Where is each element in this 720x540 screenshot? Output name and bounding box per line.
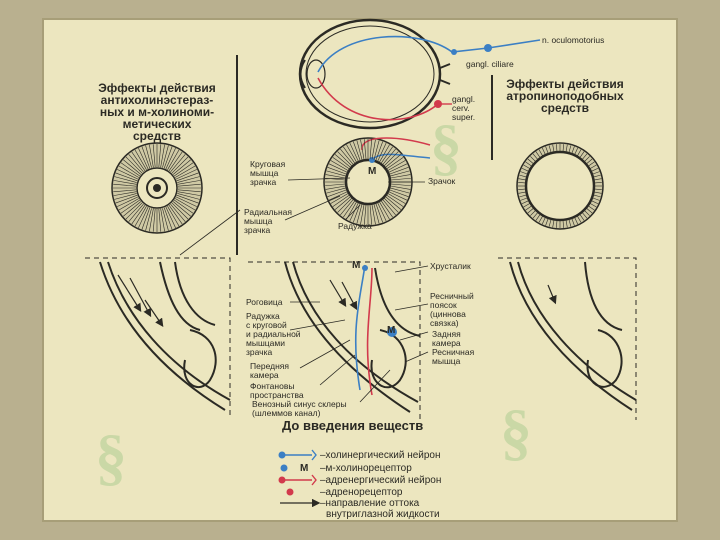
legend-text-flow-2: внутриглазной жидкости: [326, 509, 440, 520]
right-header: Эффекты действия атропиноподобных средст…: [490, 78, 640, 114]
label-cervical-ganglion: gangl. cerv. super.: [452, 95, 475, 122]
label-radial-muscle: Радиальная мышца зрачка: [244, 208, 292, 235]
label-fontana: Фонтановы пространства: [250, 382, 304, 400]
label-m-iris: M: [368, 166, 376, 177]
label-line: мышца: [432, 357, 474, 366]
legend-m-receptor: [281, 465, 288, 472]
label-ciliary-muscle: Ресничная мышца: [432, 348, 474, 366]
label-line: super.: [452, 113, 475, 122]
label-venous-sinus: Венозный синус склеры (шлеммов канал): [252, 400, 347, 418]
label-oculomotor: n. oculomotorius: [542, 36, 604, 45]
left-header-line: средств: [82, 130, 232, 142]
legend-text-adrenoreceptor: –адренорецептор: [320, 487, 402, 498]
label-lens: Хрусталик: [430, 262, 471, 271]
label-cornea: Роговица: [246, 298, 283, 307]
section-center: [285, 262, 420, 412]
label-iris: Радужка: [338, 222, 372, 231]
legend-text-m-receptor: –м-холинорецептор: [320, 463, 412, 474]
legend-text-flow: –направление оттока: [320, 498, 419, 509]
legend-adrenoreceptor: [287, 489, 294, 496]
label-line: (шлеммов канал): [252, 409, 347, 418]
label-posterior-chamber: Задняя камера: [432, 330, 461, 348]
caption-before: До введения веществ: [282, 420, 423, 431]
iris-right: [517, 143, 603, 229]
label-line: зрачка: [244, 226, 292, 235]
section-right: [510, 262, 636, 410]
label-line: зрачка: [246, 348, 301, 357]
label-pupil: Зрачок: [428, 177, 455, 186]
legend-adrenergic-neuron: [279, 475, 317, 485]
label-line: камера: [250, 371, 289, 380]
left-header: Эффекты действия антихолинэстераз- ных и…: [82, 82, 232, 142]
label-line: зрачка: [250, 178, 285, 187]
legend-marker-m: M: [300, 463, 308, 474]
right-header-line: средств: [490, 102, 640, 114]
label-ciliary-ganglion: gangl. ciliare: [466, 60, 514, 69]
label-line: связка): [430, 319, 474, 328]
label-m-top: M: [352, 260, 360, 271]
label-circular-muscle: Круговая мышца зрачка: [250, 160, 285, 187]
legend-symbols: [279, 450, 319, 503]
label-anterior-chamber: Передняя камера: [250, 362, 289, 380]
section-frames: [85, 258, 636, 420]
legend-cholinergic-neuron: [279, 450, 317, 460]
legend-text-cholinergic: –холинергический нейрон: [320, 450, 441, 461]
legend-text-adrenergic: –адренергический нейрон: [320, 475, 441, 486]
section-left: [100, 262, 230, 410]
label-ciliary-girdle: Ресничный поясок (цинновa связка): [430, 292, 474, 328]
label-iris-muscles: Радужка с круговой и радиальной мышцами …: [246, 312, 301, 357]
label-m-mid: M: [387, 325, 395, 336]
